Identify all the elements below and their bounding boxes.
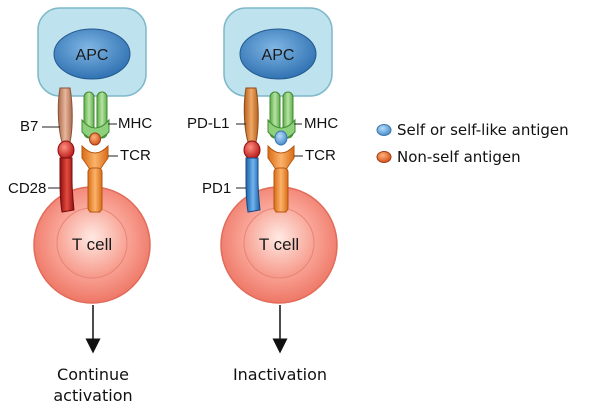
legend-item-nonself: Non-self antigen <box>376 148 521 166</box>
apc-label-left: APC <box>76 47 109 64</box>
right-panel: APC T cell <box>220 7 338 354</box>
b7-label: B7 <box>20 118 39 135</box>
outcome-left-line2: activation <box>53 386 133 405</box>
tcr-label-left: TCR <box>120 147 151 164</box>
nonself-antigen-legend-icon <box>376 151 392 163</box>
tcell-label-right: T cell <box>259 235 299 254</box>
mhc-label-right: MHC <box>304 115 339 132</box>
left-panel: APC T cell <box>33 7 151 354</box>
b7-molecule-left <box>57 87 73 143</box>
outcome-right: Inactivation <box>212 364 348 385</box>
legend-label-self: Self or self-like antigen <box>397 121 569 139</box>
tcell-label-left: T cell <box>72 235 112 254</box>
pd1-head-right <box>243 140 261 160</box>
nonself-antigen-left <box>89 132 101 146</box>
tcr-label-right: TCR <box>305 147 336 164</box>
pdl1-label: PD-L1 <box>187 115 230 132</box>
outcome-left-line1: Continue <box>57 365 129 384</box>
outcome-right-line1: Inactivation <box>232 365 328 384</box>
outcome-left: Continue activation <box>33 364 153 406</box>
self-antigen-legend-icon <box>376 124 392 136</box>
legend-label-nonself: Non-self antigen <box>397 148 521 166</box>
cd28-head-left <box>57 140 75 160</box>
cd28-molecule-left <box>59 157 75 213</box>
pd1-molecule-right <box>245 157 261 213</box>
pdl1-molecule-right <box>243 87 259 143</box>
legend-item-self: Self or self-like antigen <box>376 121 569 139</box>
apc-nucleus-right <box>239 28 317 80</box>
apc-label-right: APC <box>262 47 295 64</box>
pd1-label: PD1 <box>202 180 232 197</box>
cd28-label: CD28 <box>8 180 47 197</box>
mhc-label-left: MHC <box>118 115 153 132</box>
self-antigen-right <box>274 130 288 146</box>
apc-nucleus-left <box>53 28 131 80</box>
